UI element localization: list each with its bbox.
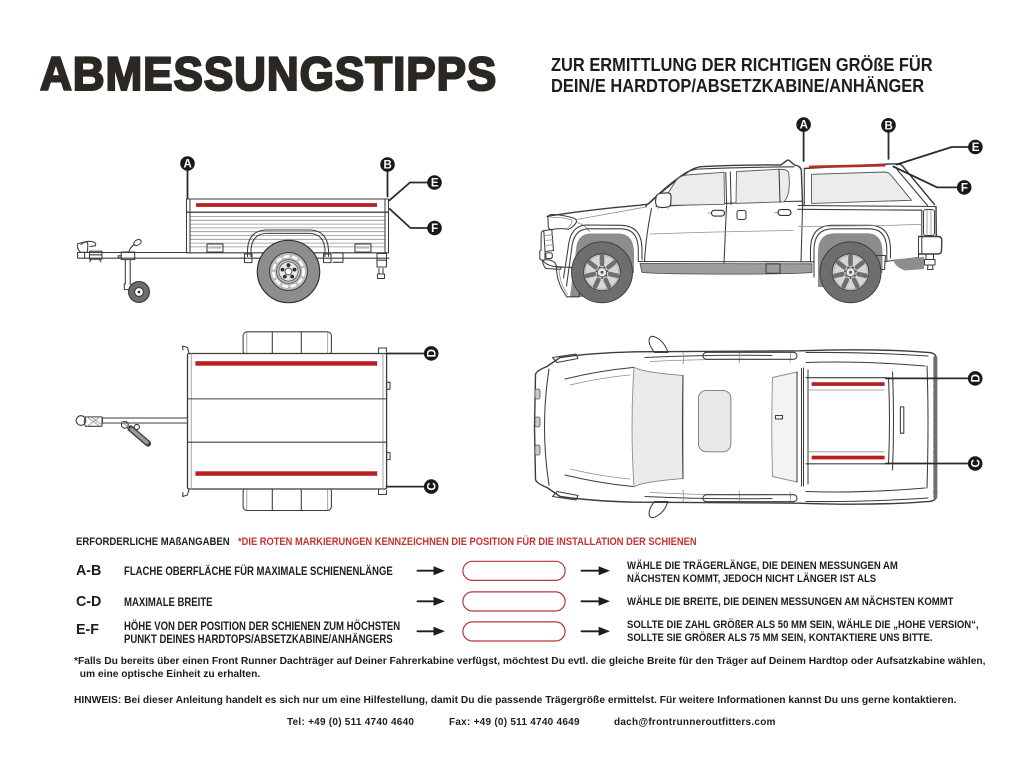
svg-text:A: A [183,159,191,171]
svg-text:B: B [383,160,391,172]
svg-text:E: E [431,178,439,190]
svg-text:C: C [970,459,982,467]
svg-text:D: D [426,349,438,357]
svg-text:D: D [970,374,982,382]
svg-text:E: E [972,142,980,154]
svg-text:F: F [431,223,438,235]
svg-text:B: B [884,120,892,132]
svg-text:C: C [426,483,438,491]
svg-text:F: F [961,183,968,195]
svg-text:A: A [800,120,808,132]
